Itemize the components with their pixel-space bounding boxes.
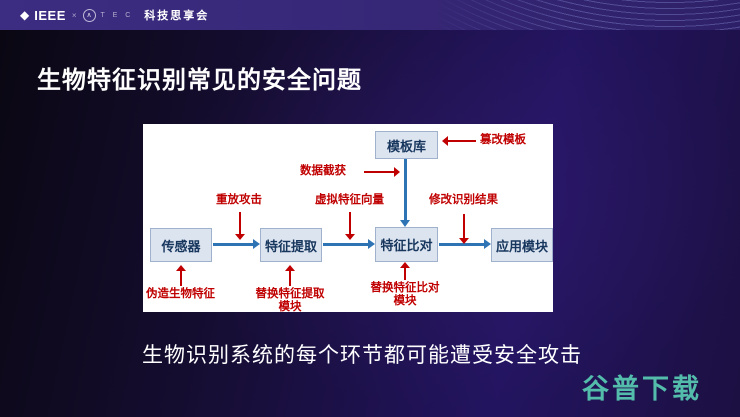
attack-label-replace-matching-line1: 替换特征比对: [370, 280, 440, 294]
attack-label-virtual-vector: 虚拟特征向量: [315, 192, 384, 206]
attack-arrow-tamper-template: [442, 136, 476, 146]
attack-label-replace-extraction: 替换特征提取 模块: [255, 286, 325, 314]
attack-arrow-replace-extraction: [285, 265, 295, 286]
logo-group: ◆ IEEE × ∧ T E C 科技思享会: [20, 0, 209, 30]
arrow-extraction-to-matching: [323, 239, 375, 249]
arrow-template-to-matching: [400, 159, 410, 227]
attack-arrow-virtual-vector: [345, 212, 355, 240]
watermark-text: 谷普下载: [582, 374, 702, 404]
slide-title: 生物特征识别常见的安全问题: [37, 67, 362, 94]
slide-caption: 生物识别系统的每个环节都可能遭受安全攻击: [142, 344, 582, 367]
ieee-logo-text: IEEE: [34, 7, 66, 23]
logo-separator: ×: [71, 10, 77, 20]
attack-arrow-replace-matching: [400, 262, 410, 280]
attack-label-replace-extraction-line2: 模块: [278, 299, 302, 314]
attack-arrow-forge-biometric: [176, 265, 186, 286]
attack-label-replace-matching: 替换特征比对 模块: [370, 280, 440, 308]
node-template-db: 模板库: [375, 131, 438, 159]
attack-label-tamper-template: 篡改模板: [480, 132, 526, 146]
attack-label-replay: 重放攻击: [216, 192, 262, 206]
arrow-sensor-to-extraction: [213, 239, 260, 249]
node-sensor: 传感器: [150, 228, 212, 262]
ieee-kite-icon: ◆: [20, 8, 30, 22]
decorative-arcs: [430, 0, 740, 30]
attack-arrow-replay: [235, 212, 245, 240]
attack-arrow-modify-result: [459, 214, 469, 244]
attack-arrow-data-interception: [364, 167, 400, 177]
atec-circle-icon: ∧: [82, 8, 96, 22]
attack-label-replace-matching-line2: 模块: [393, 293, 417, 308]
diagram-panel: 模板库 传感器 特征提取 特征比对 应用模块 篡改模板 数据截获 重放攻击 虚拟…: [143, 124, 553, 314]
atec-letters: T E C: [100, 11, 134, 19]
attack-label-data-interception: 数据截获: [300, 163, 346, 177]
arrow-matching-to-application: [439, 239, 491, 249]
attack-label-replace-extraction-line1: 替换特征提取: [255, 286, 325, 300]
attack-label-forge-biometric: 伪造生物特征: [146, 286, 215, 300]
node-feature-extraction: 特征提取: [260, 228, 322, 262]
header-bar: ◆ IEEE × ∧ T E C 科技思享会: [0, 0, 740, 30]
brand-text: 科技思享会: [144, 10, 210, 22]
node-application-module: 应用模块: [491, 228, 553, 262]
node-feature-matching: 特征比对: [375, 227, 438, 262]
attack-label-modify-result: 修改识别结果: [429, 192, 498, 206]
